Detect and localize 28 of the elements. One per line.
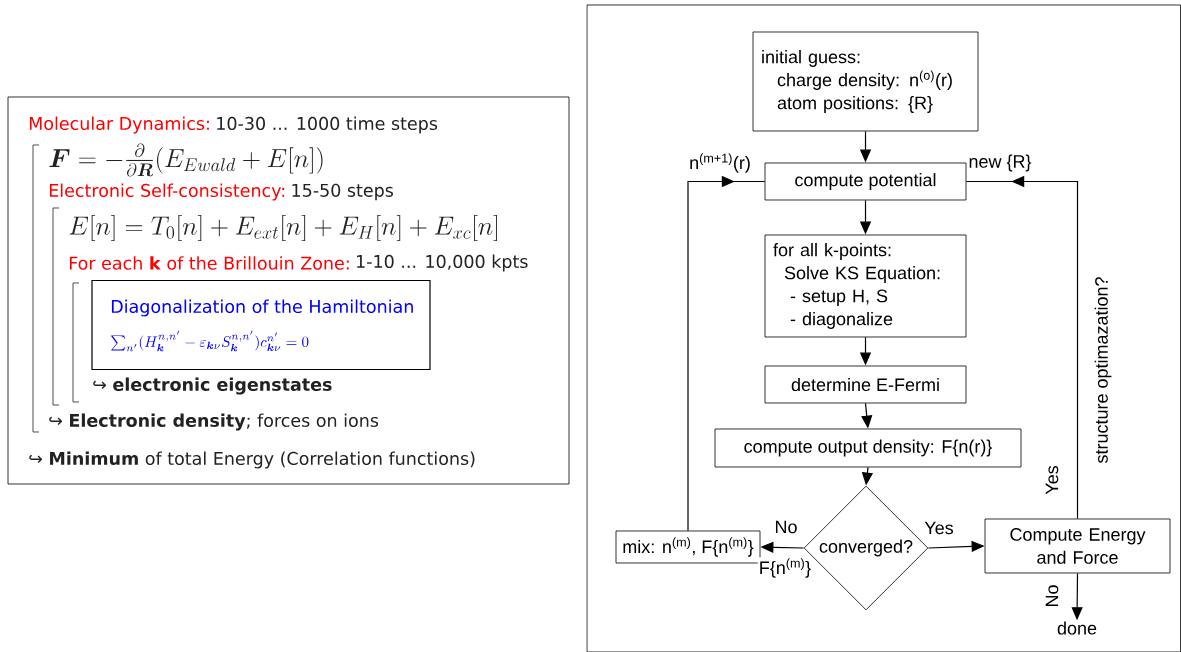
section-heading: Molecular Dynamics: (29, 116, 209, 134)
end-label: done (1057, 621, 1097, 635)
annotation: structure optimazation? (1093, 275, 1113, 465)
section-heading: For each k of the Brillouin Zone: (69, 256, 349, 270)
arrow (687, 175, 766, 532)
process-box: mix: n$^{(m)}$, F{n$^{(m)}$} (615, 530, 761, 564)
process-box: Compute Energy and Force (984, 518, 1171, 574)
step-count: 15-50 steps (292, 183, 394, 201)
process-box: for all k-points: Solve KS Equation: - setup H, S - diagonalize (764, 234, 967, 338)
process-box: initial guess: charge density: n$^{(o)}$(r) atom positions: {R} (752, 31, 979, 132)
edge-label: n$^{(m+1)}$(r) (688, 152, 752, 174)
force-formula: $\boldsymbol{F}=-\frac{\partial}{\partial\boldsymbol{R}}(E_{Ewald}+E[n])$ (49, 143, 323, 177)
result-text: ↪ Electronic density; forces on ions (49, 413, 379, 431)
edge-label: No (773, 519, 799, 535)
highlight-box: Diagonalization of the Hamiltonian $\sum_{n'}(H_{\boldsymbol{k}}^{n,n'}-\varepsilon_{\boldsymbol{k}\nu}S_{\boldsymbol{k}}^{n,n'})c_{\boldsymbol{k}\nu}^{n'}=0$ (91, 279, 431, 371)
energy-formula: $E[n]=T_0[n]+E_{ext}[n]+E_H[n]+E_{xc}[n]$ (69, 214, 497, 242)
process-box: compute potential (764, 162, 967, 201)
step-count: 1-10 ... 10,000 kpts (357, 254, 528, 272)
section-heading: Electronic Self-consistency: (49, 183, 285, 201)
edge-label: No (1044, 583, 1060, 609)
step-count: 10-30 ... 1000 time steps (217, 116, 438, 134)
annotation: Yes (1044, 464, 1060, 496)
result-text: ↪ electronic eigenstates (93, 377, 332, 395)
process-box: compute output density: F{n(r)} (714, 428, 1022, 468)
edge-label: new {R} (967, 153, 1033, 173)
annotation: F{n$^{(m)}$} (757, 557, 813, 579)
result-text: ↪ Minimum of total Energy (Correlation functions) (29, 451, 475, 469)
process-box: determine E-Fermi (764, 365, 967, 404)
